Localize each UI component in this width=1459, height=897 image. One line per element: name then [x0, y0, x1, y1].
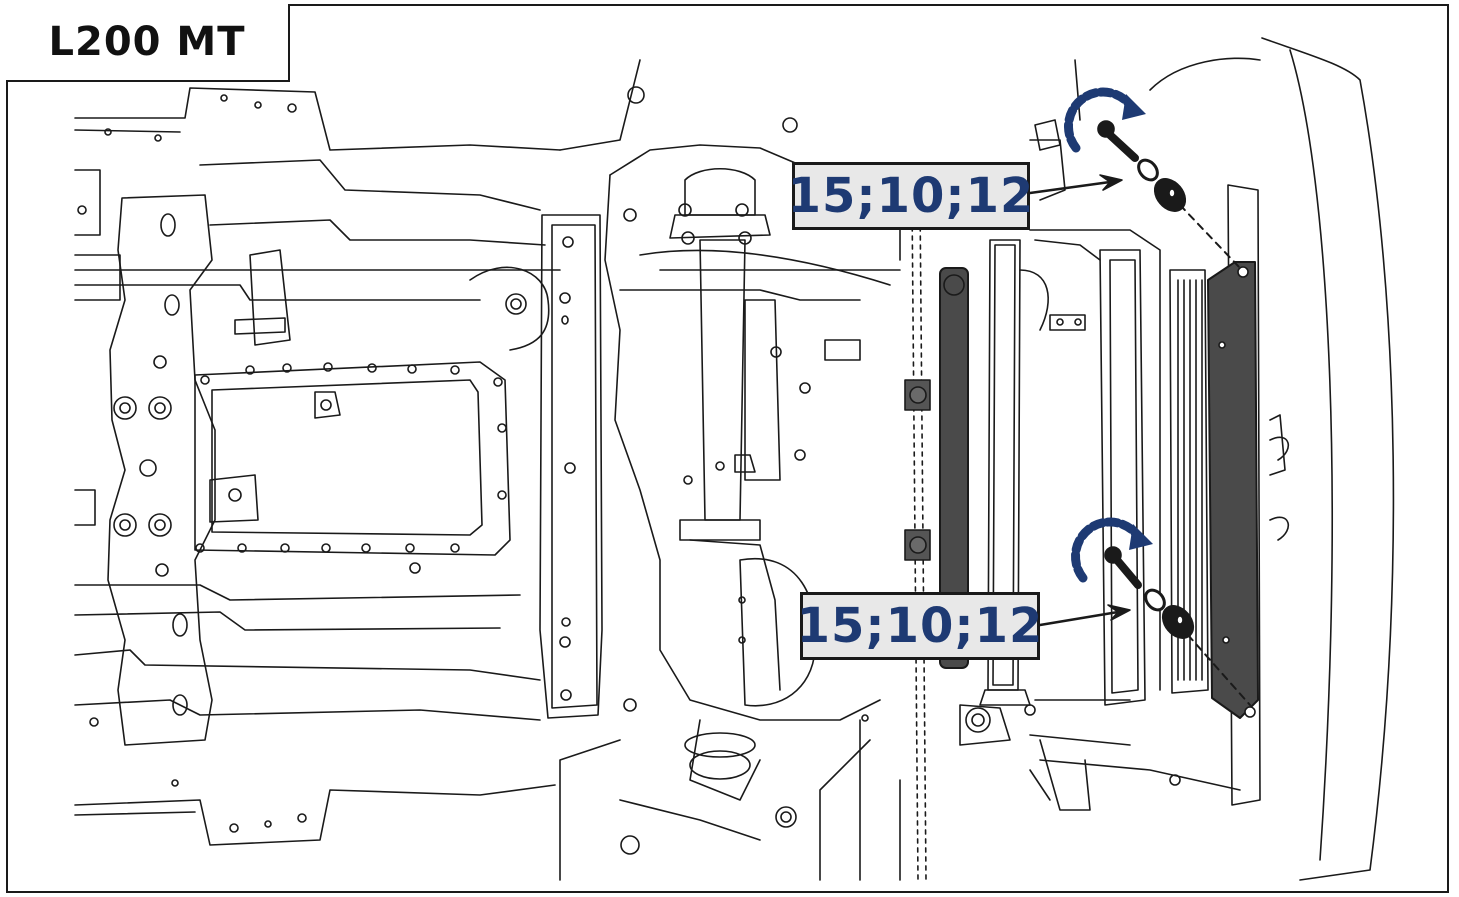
torque-callout-label: 15;10;12 — [787, 168, 1035, 224]
torque-callout-label: 15;10;12 — [796, 598, 1044, 654]
title-box: L200 MT — [6, 4, 290, 82]
rotation-arrow-icon — [1070, 517, 1153, 583]
oil-pan — [194, 249, 550, 574]
front-pipes — [959, 229, 1161, 746]
bolt-icon — [1097, 120, 1139, 162]
left-frame-rails — [74, 87, 561, 846]
bumper — [1261, 37, 1395, 881]
model-title: L200 MT — [48, 19, 246, 65]
rotation-arrow-icon — [1063, 87, 1146, 153]
diagram-frame — [6, 4, 1449, 893]
left-cross-member — [77, 94, 307, 833]
center-cross-beam — [539, 59, 645, 881]
washer-icon — [1137, 158, 1187, 212]
top-fastener-set — [1028, 119, 1241, 269]
support-bar — [904, 267, 969, 669]
dashed-guide — [911, 199, 927, 881]
front-suspension — [604, 117, 901, 881]
torque-callout-bottom: 15;10;12 — [797, 592, 1042, 660]
bottom-fastener-set — [1038, 546, 1251, 706]
bolt-icon — [1104, 546, 1142, 589]
torque-callout-top: 15;10;12 — [788, 162, 1033, 230]
